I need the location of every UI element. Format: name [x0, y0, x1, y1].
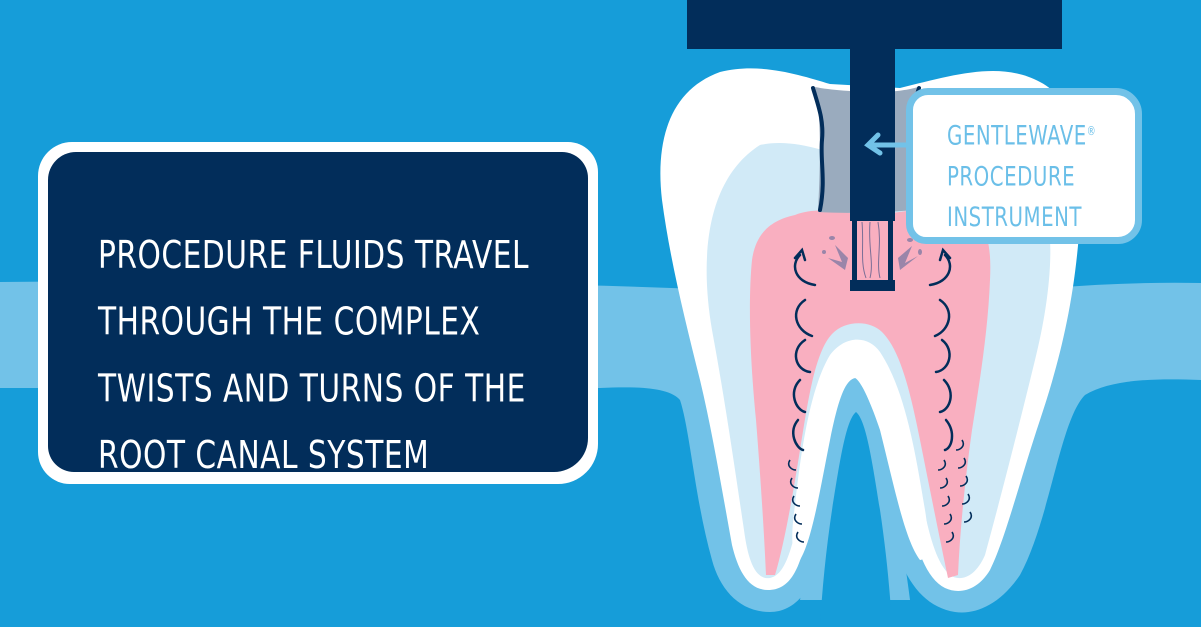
registered-mark: ® — [1086, 125, 1097, 139]
bone-furcation — [820, 412, 892, 627]
callout-text: GentleWave® Procedure Instrument — [947, 117, 1096, 239]
headline-line-1: Procedure fluids travel — [98, 232, 530, 278]
callout-brand: GentleWave — [947, 121, 1087, 152]
fluid-lines — [861, 221, 881, 279]
instrument-callout: GentleWave® Procedure Instrument — [906, 88, 1142, 244]
headline-line-3: twists and turns of the — [98, 365, 526, 411]
instrument-shaft — [850, 49, 895, 221]
headline-line-2: through the complex — [98, 299, 481, 344]
instrument-tip-left — [852, 221, 857, 286]
flow-arrows — [792, 247, 954, 452]
instrument-tip-right — [888, 221, 893, 286]
callout-line-2: Procedure — [947, 162, 1076, 193]
headline-card-fill: Procedure fluids travel through the comp… — [48, 152, 588, 477]
instrument-handle — [687, 0, 1062, 49]
pulp-chamber — [749, 208, 991, 578]
access-wall-left — [811, 86, 825, 212]
instrument-tip-base — [850, 280, 895, 291]
headline-line-4: root canal system — [98, 432, 430, 478]
callout-line-1: GentleWave® — [947, 117, 1096, 158]
headline-text: Procedure fluids travel through the comp… — [98, 222, 568, 489]
micro-flow-arrows — [787, 439, 973, 543]
callout-arrow — [864, 132, 913, 156]
furcation-enamel — [792, 339, 928, 560]
fluid-burst — [822, 236, 922, 270]
headline-card: Procedure fluids travel through the comp… — [38, 142, 598, 484]
callout-line-3: Instrument — [947, 203, 1083, 234]
